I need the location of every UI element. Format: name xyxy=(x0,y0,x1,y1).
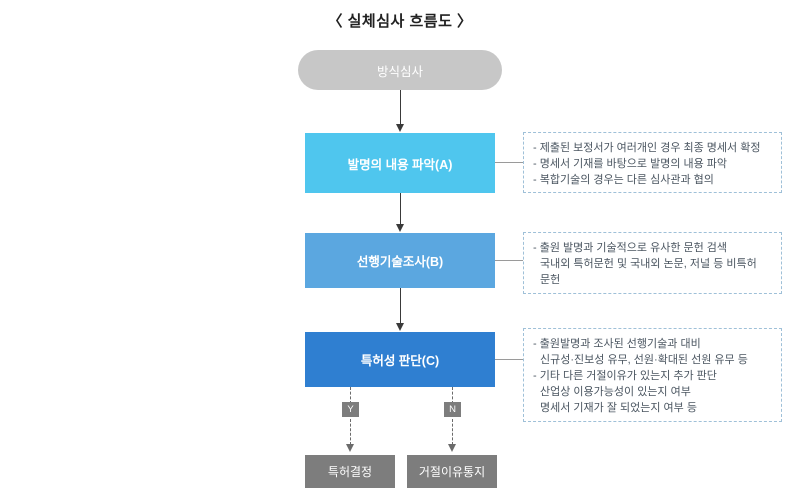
note-line: - 출원발명과 조사된 선행기술과 대비 xyxy=(533,338,701,350)
note-line: - 복합기술의 경우는 다른 심사관과 협의 xyxy=(533,174,714,186)
branch-line-yes-upper xyxy=(350,387,351,404)
page-title: 〈 실체심사 흐름도 〉 xyxy=(327,13,473,30)
branch-line-yes-lower xyxy=(350,419,351,445)
node-rejection-notice: 거절이유통지 xyxy=(407,455,497,488)
arrow-head-icon xyxy=(396,224,404,232)
arrow-head-icon xyxy=(396,124,404,132)
connector-b-to-note xyxy=(495,260,523,261)
note-line: 산업상 이용가능성이 있는지 여부 xyxy=(540,386,691,398)
connector-c-to-note xyxy=(495,359,523,360)
node-patent-grant-decision: 특허결정 xyxy=(305,455,395,488)
arrow-head-icon xyxy=(346,444,354,452)
node-invention-understanding-a: 발명의 내용 파악(A) xyxy=(305,133,495,193)
note-box-a: - 제출된 보정서가 여러개인 경우 최종 명세서 확정 - 명세서 기재를 바… xyxy=(523,132,782,193)
branch-label-no: N xyxy=(444,402,461,417)
note-line: - 출원 발명과 기술적으로 유사한 문헌 검색 xyxy=(533,242,728,254)
note-box-c: - 출원발명과 조사된 선행기술과 대비 신규성·진보성 유무, 선원·확대된 … xyxy=(523,328,782,422)
arrow-head-icon xyxy=(396,323,404,331)
branch-line-no-lower xyxy=(452,419,453,445)
connector-start-to-a xyxy=(400,90,401,124)
note-box-b: - 출원 발명과 기술적으로 유사한 문헌 검색 국내외 특허문헌 및 국내외 … xyxy=(523,232,782,294)
note-line: 신규성·진보성 유무, 선원·확대된 선원 유무 등 xyxy=(540,354,748,366)
node-prior-art-search-b: 선행기술조사(B) xyxy=(305,233,495,288)
note-line: 국내외 특허문헌 및 국내외 논문, 저널 등 비특허 xyxy=(540,258,757,270)
node-formality-examination: 방식심사 xyxy=(298,50,502,90)
node-patentability-judgement-c: 특허성 판단(C) xyxy=(305,332,495,387)
note-line: - 기타 다른 거절이유가 있는지 추가 판단 xyxy=(533,370,717,382)
connector-b-to-c xyxy=(400,288,401,323)
connector-a-to-note xyxy=(495,162,523,163)
arrow-head-icon xyxy=(448,444,456,452)
connector-a-to-b xyxy=(400,193,401,224)
note-line: 명세서 기재가 잘 되었는지 여부 등 xyxy=(540,402,697,414)
note-line: 문헌 xyxy=(540,274,561,286)
note-line: - 제출된 보정서가 여러개인 경우 최종 명세서 확정 xyxy=(533,142,761,154)
note-line: - 명세서 기재를 바탕으로 발명의 내용 파악 xyxy=(533,158,728,170)
branch-line-no-upper xyxy=(452,387,453,404)
branch-label-yes: Y xyxy=(342,402,359,417)
